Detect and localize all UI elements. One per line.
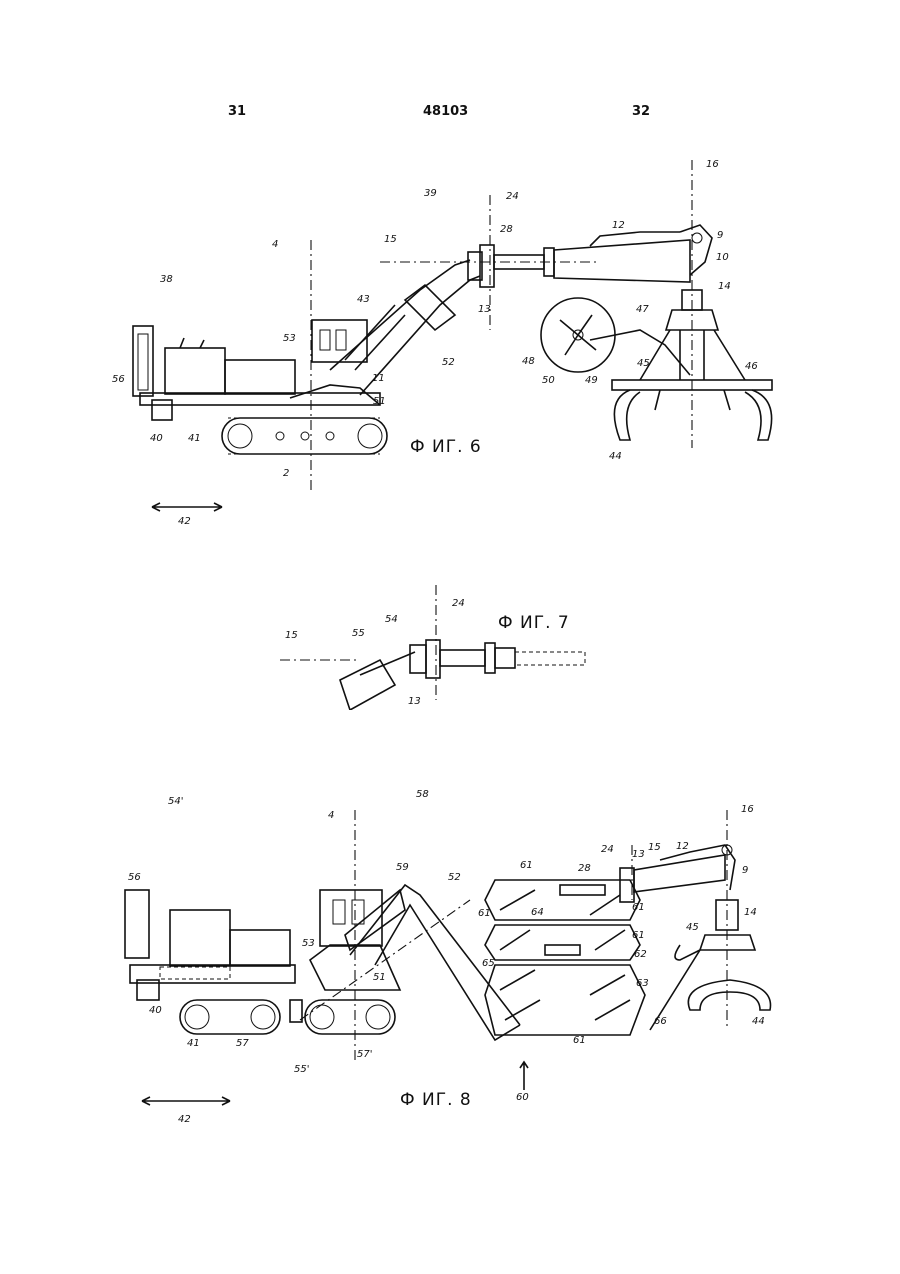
fig7-caption: Ф ИГ. 7: [498, 613, 570, 633]
svg-text:62: 62: [634, 949, 647, 960]
svg-text:46: 46: [745, 361, 758, 372]
svg-text:13: 13: [408, 696, 421, 707]
svg-text:14: 14: [744, 907, 757, 918]
svg-text:28: 28: [578, 863, 591, 874]
svg-text:42: 42: [178, 1114, 191, 1125]
svg-text:15: 15: [285, 630, 298, 641]
svg-text:64: 64: [531, 907, 544, 918]
svg-text:16: 16: [706, 159, 719, 170]
svg-text:9: 9: [717, 230, 723, 241]
svg-text:44: 44: [609, 451, 622, 462]
svg-text:56: 56: [128, 872, 141, 883]
svg-text:12: 12: [676, 841, 689, 852]
arrow-60: [520, 1062, 528, 1090]
svg-text:43: 43: [357, 294, 370, 305]
svg-text:58: 58: [416, 789, 429, 800]
svg-text:15: 15: [384, 234, 397, 245]
svg-text:14: 14: [718, 281, 731, 292]
page-number-left: 31: [228, 104, 246, 119]
svg-text:61: 61: [632, 902, 645, 913]
svg-text:41: 41: [188, 433, 201, 444]
svg-text:53: 53: [302, 938, 315, 949]
svg-text:53: 53: [283, 333, 296, 344]
machine-body: [133, 320, 380, 420]
fig8-caption: Ф ИГ. 8: [400, 1090, 472, 1110]
rotary-joint-13: [468, 245, 554, 287]
fig7-labels: 24 15 55 54 13: [285, 598, 465, 707]
svg-text:52: 52: [442, 357, 455, 368]
svg-text:60: 60: [516, 1092, 529, 1103]
svg-text:13: 13: [632, 849, 645, 860]
svg-text:55: 55: [352, 628, 365, 639]
boom-arm: [330, 260, 480, 395]
svg-text:45: 45: [637, 358, 650, 369]
svg-text:24: 24: [506, 191, 519, 202]
svg-text:66: 66: [654, 1016, 667, 1027]
svg-text:24: 24: [452, 598, 465, 609]
crawler-tracks: [180, 1000, 395, 1034]
figure-8-drawing: 54' 58 16 4 24 13 15 12 9 61 28 52 59 56…: [0, 780, 900, 1130]
svg-text:54': 54': [168, 796, 183, 807]
svg-text:61: 61: [478, 908, 491, 919]
svg-text:45: 45: [686, 922, 699, 933]
figure-6-drawing: 16 24 39 15 4 28 12 9 10 14 38 43 53 13 …: [0, 150, 900, 530]
svg-text:57: 57: [236, 1038, 249, 1049]
horizontal-arm: [554, 225, 712, 282]
svg-text:55': 55': [294, 1064, 309, 1075]
svg-text:57': 57': [357, 1049, 372, 1060]
svg-text:15: 15: [648, 842, 661, 853]
svg-text:52: 52: [448, 872, 461, 883]
svg-text:44: 44: [752, 1016, 765, 1027]
svg-text:42: 42: [178, 516, 191, 527]
crawler-track: [222, 418, 387, 454]
svg-text:24: 24: [601, 844, 614, 855]
svg-text:16: 16: [741, 804, 754, 815]
svg-text:38: 38: [160, 274, 173, 285]
svg-text:51: 51: [373, 972, 386, 983]
direction-arrow-42: [152, 503, 222, 511]
svg-text:56: 56: [112, 374, 125, 385]
svg-text:63: 63: [636, 978, 649, 989]
svg-text:40: 40: [149, 1005, 162, 1016]
saw-disc-48: [541, 298, 690, 375]
patent-number: 48103: [423, 104, 468, 119]
figure-7-drawing: 24 15 55 54 13 Ф ИГ. 7: [0, 580, 900, 710]
svg-text:61: 61: [632, 930, 645, 941]
direction-arrow-42: [142, 1097, 230, 1105]
svg-text:65: 65: [482, 958, 495, 969]
svg-text:49: 49: [585, 375, 598, 386]
svg-text:61: 61: [520, 860, 533, 871]
svg-text:54: 54: [385, 614, 398, 625]
svg-text:48: 48: [522, 356, 535, 367]
svg-text:50: 50: [542, 375, 555, 386]
page-number-right: 32: [632, 104, 650, 119]
svg-text:51: 51: [373, 396, 386, 407]
joint-assembly: [340, 640, 585, 710]
fig8-labels: 54' 58 16 4 24 13 15 12 9 61 28 52 59 56…: [128, 789, 765, 1125]
svg-text:12: 12: [612, 220, 625, 231]
svg-text:10: 10: [716, 252, 729, 263]
svg-text:4: 4: [328, 810, 334, 821]
svg-text:28: 28: [500, 224, 513, 235]
svg-text:13: 13: [478, 304, 491, 315]
svg-text:2: 2: [283, 468, 289, 479]
svg-text:11: 11: [372, 373, 385, 384]
svg-text:4: 4: [272, 239, 278, 250]
svg-text:9: 9: [742, 865, 748, 876]
svg-text:59: 59: [396, 862, 409, 873]
svg-text:61: 61: [573, 1035, 586, 1046]
svg-text:47: 47: [636, 304, 649, 315]
svg-text:40: 40: [150, 433, 163, 444]
svg-text:41: 41: [187, 1038, 200, 1049]
fig6-caption: Ф ИГ. 6: [410, 437, 482, 457]
svg-text:39: 39: [424, 188, 437, 199]
